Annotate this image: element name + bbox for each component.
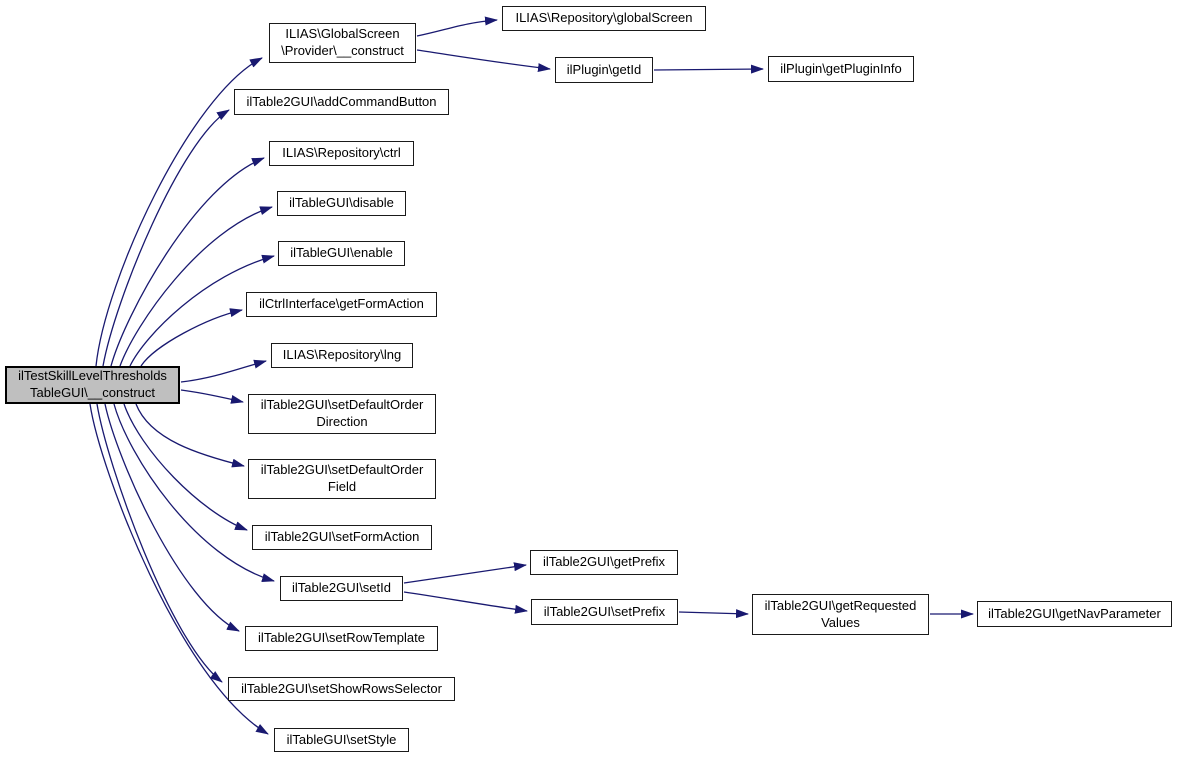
edge-root-set-default-order-field	[135, 403, 245, 468]
edge-set-prefix-get-requested-values	[678, 609, 749, 619]
edge-set-id-get-prefix	[403, 562, 527, 584]
edge-root-set-row-template	[104, 403, 240, 632]
node-iltable2gui-setrowtemplate[interactable]: ilTable2GUI\setRowTemplate	[245, 626, 438, 651]
node-ilplugin-getplugininfo[interactable]: ilPlugin\getPluginInfo	[768, 56, 914, 82]
node-ilias-repository-lng[interactable]: ILIAS\Repository\lng	[271, 343, 413, 368]
node-ilctrlinterface-getformaction[interactable]: ilCtrlInterface\getFormAction	[246, 292, 437, 317]
node-iltable2gui-getnavparameter[interactable]: ilTable2GUI\getNavParameter	[977, 601, 1172, 627]
edge-root-add-command-button	[102, 109, 230, 367]
node-iltable2gui-getprefix[interactable]: ilTable2GUI\getPrefix	[530, 550, 678, 575]
edge-root-ctrl	[110, 157, 265, 367]
node-iltablegui-disable[interactable]: ilTableGUI\disable	[277, 191, 406, 216]
node-iltable2gui-setdefaultorderdirection[interactable]: ilTable2GUI\setDefaultOrder Direction	[248, 394, 436, 434]
node-iltable2gui-getrequestedvalues[interactable]: ilTable2GUI\getRequested Values	[752, 594, 929, 635]
edge-root-set-style	[89, 403, 269, 735]
edge-root-enable	[129, 254, 275, 367]
node-ilplugin-getid[interactable]: ilPlugin\getId	[555, 57, 653, 83]
edge-provider-get-id	[416, 49, 551, 73]
edge-root-disable	[119, 206, 273, 367]
edge-root-lng	[180, 359, 267, 383]
edge-root-set-id	[113, 403, 275, 582]
node-ilias-repository-ctrl[interactable]: ILIAS\Repository\ctrl	[269, 141, 414, 166]
node-ilias-globalscreen-provider-construct[interactable]: ILIAS\GlobalScreen \Provider\__construct	[269, 23, 416, 63]
node-iltable2gui-setid[interactable]: ilTable2GUI\setId	[280, 576, 403, 601]
edge-provider-global-screen	[416, 16, 498, 37]
node-iltable2gui-setdefaultorderfield[interactable]: ilTable2GUI\setDefaultOrder Field	[248, 459, 436, 499]
edge-root-set-form-action	[123, 403, 248, 531]
edge-root-provider-construct	[95, 57, 263, 367]
node-ilias-repository-globalscreen[interactable]: ILIAS\Repository\globalScreen	[502, 6, 706, 31]
edge-get-id-get-plugin-info	[653, 64, 764, 74]
node-iltable2gui-setprefix[interactable]: ilTable2GUI\setPrefix	[531, 599, 678, 625]
node-iltablegui-enable[interactable]: ilTableGUI\enable	[278, 241, 405, 266]
node-iltestskilllevelthresholds-tablegui-construct: ilTestSkillLevelThresholds TableGUI\__co…	[5, 366, 180, 404]
edge-root-set-show-rows-selector	[96, 403, 223, 683]
node-iltable2gui-addcommandbutton[interactable]: ilTable2GUI\addCommandButton	[234, 89, 449, 115]
node-iltable2gui-setformaction[interactable]: ilTable2GUI\setFormAction	[252, 525, 432, 550]
edge-root-set-default-order-direction	[180, 389, 244, 404]
node-iltable2gui-setshowrowsselector[interactable]: ilTable2GUI\setShowRowsSelector	[228, 677, 455, 701]
node-iltablegui-setstyle[interactable]: ilTableGUI\setStyle	[274, 728, 409, 752]
edge-set-id-set-prefix	[403, 591, 528, 614]
edge-root-get-form-action	[140, 308, 243, 367]
